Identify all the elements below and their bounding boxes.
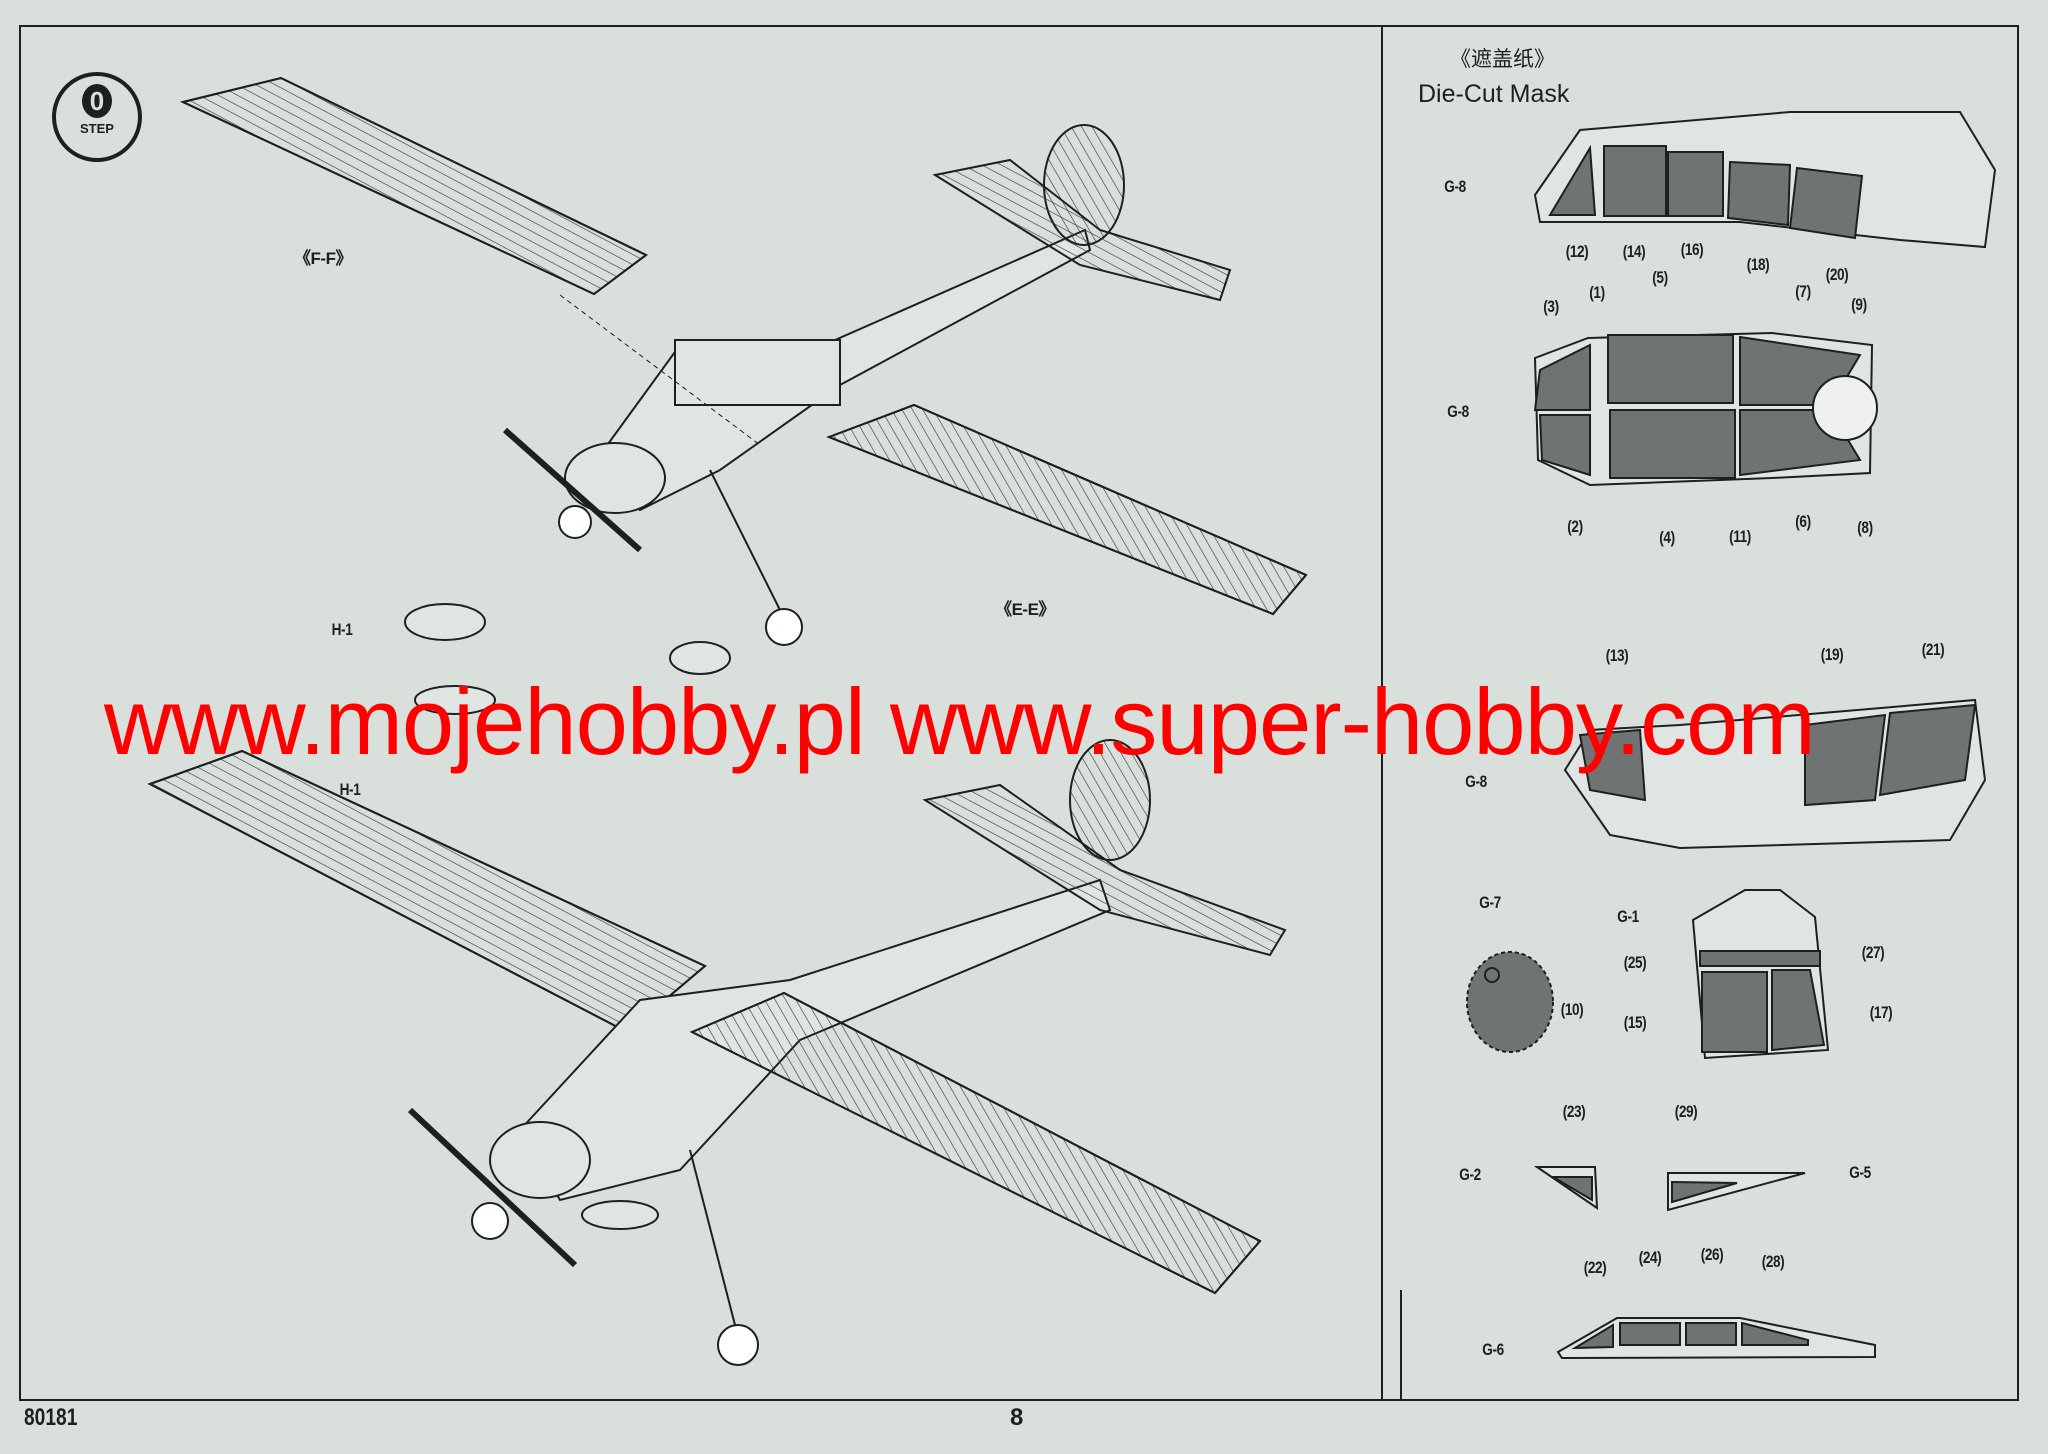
label-upper-wing: 《F-F》 [294, 249, 352, 268]
mask-label: (18) [1746, 255, 1770, 274]
mask-label: (20) [1825, 265, 1849, 284]
mask-label: (8) [1857, 518, 1873, 537]
mask-label: G-8 [1447, 402, 1469, 421]
label-h1-b: H-1 [339, 780, 361, 799]
mask-windscreen [1466, 889, 1830, 1060]
mask-label: (13) [1605, 646, 1629, 665]
mask-label: G-1 [1617, 907, 1639, 926]
lower-wing-ee [826, 403, 1308, 616]
mask-label: G-2 [1459, 1165, 1481, 1184]
mask-label: G-8 [1465, 772, 1487, 791]
mask-label: (19) [1820, 645, 1844, 664]
aircraft-assembled-view [147, 739, 1287, 1366]
mask-label: (16) [1680, 240, 1704, 259]
part-h1 [404, 603, 486, 641]
mask-label: (6) [1795, 512, 1811, 531]
upper-wing-ff [180, 76, 648, 296]
mask-label: (1) [1589, 283, 1605, 302]
mask-label: (4) [1659, 528, 1675, 547]
mask-label: (14) [1622, 242, 1646, 261]
aircraft-exploded-view [180, 76, 1308, 715]
mask-canopy-side-2 [1563, 698, 1987, 850]
mask-10 [1466, 951, 1554, 1053]
mask-label: (24) [1638, 1248, 1662, 1267]
mask-label: (26) [1700, 1245, 1724, 1264]
step-number: 0 [82, 84, 112, 118]
right-wing [689, 991, 1262, 1295]
mask-rear-strip [1556, 1317, 1876, 1360]
engine-cowling [489, 1121, 591, 1199]
cabin [674, 339, 841, 406]
mask-label: (21) [1921, 640, 1945, 659]
propeller [503, 427, 642, 553]
mask-label: (2) [1567, 517, 1583, 536]
mask-label: (15) [1623, 1013, 1647, 1032]
mask-label: (3) [1543, 297, 1559, 316]
part-h1-b [414, 685, 496, 715]
horizontal-tail [932, 158, 1232, 302]
mask-label: (17) [1869, 1003, 1893, 1022]
wheel [471, 1202, 509, 1240]
mask-small-windows [1533, 1166, 1806, 1212]
wheel [558, 505, 592, 539]
label-lower-wing: 《E-E》 [995, 600, 1055, 619]
engine-cowling [564, 442, 666, 514]
propeller [407, 1107, 578, 1268]
mask-label: G-5 [1849, 1163, 1871, 1182]
mask-label: (28) [1761, 1252, 1785, 1271]
watermark: www.mojehobby.pl www.super-hobby.com [104, 669, 1816, 774]
mask-label: (7) [1795, 282, 1811, 301]
horizontal-tail [922, 783, 1287, 957]
mask-title-en: Die-Cut Mask [1418, 80, 1570, 108]
mask-label: G-7 [1479, 893, 1501, 912]
left-wing [147, 749, 707, 1034]
wheel [765, 608, 803, 646]
page-number: 8 [1010, 1404, 1024, 1431]
step-label: STEP [80, 121, 114, 136]
mask-label: (22) [1583, 1258, 1607, 1277]
mask-canopy-top [1533, 331, 1878, 487]
mask-canopy-side-1 [1533, 111, 1997, 249]
mask-label: (12) [1565, 242, 1589, 261]
page-frame [19, 25, 2019, 1401]
mask-label: (29) [1674, 1102, 1698, 1121]
mask-label: (23) [1562, 1102, 1586, 1121]
mask-label: (10) [1560, 1000, 1584, 1019]
mask-label: (11) [1729, 527, 1751, 546]
mask-label: G-6 [1482, 1340, 1504, 1359]
step-badge: 0 STEP [52, 72, 142, 162]
mask-label: (5) [1652, 268, 1668, 287]
mask-title-cn: 《遮盖纸》 [1450, 48, 1555, 71]
label-h1: H-1 [331, 620, 353, 639]
mask-label: (9) [1851, 295, 1867, 314]
mask-label: (25) [1623, 953, 1647, 972]
mask-label: (27) [1861, 943, 1885, 962]
wheel [717, 1324, 759, 1366]
product-code: 80181 [24, 1404, 78, 1431]
tail-fin [1069, 739, 1151, 861]
mask-label: G-8 [1444, 177, 1466, 196]
